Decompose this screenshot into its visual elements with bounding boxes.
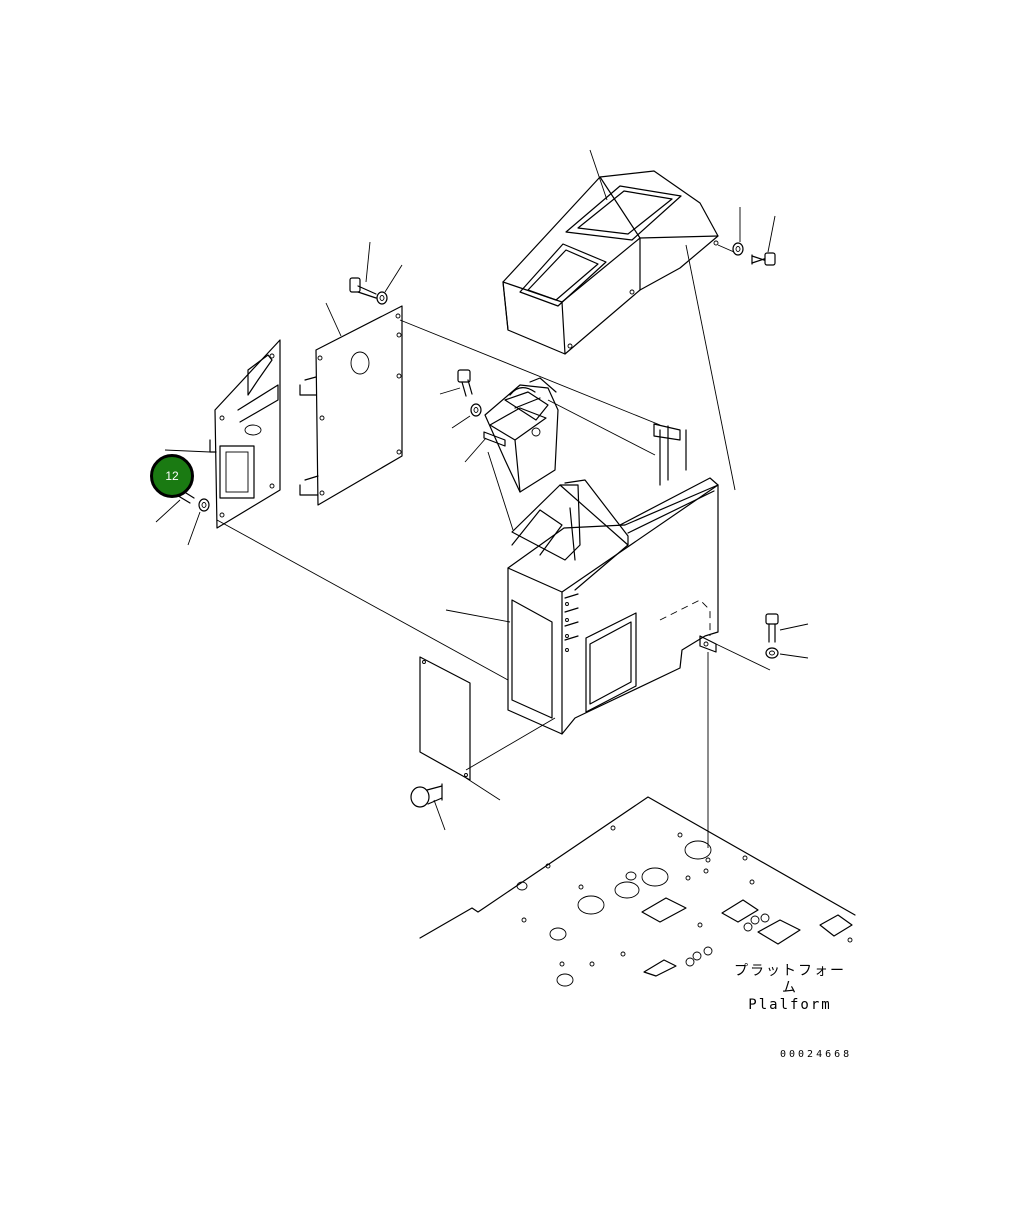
knob-bolt (410, 783, 443, 808)
platform-label-en: Plalform (748, 997, 832, 1013)
callout-number: 12 (165, 469, 179, 483)
bolt-callout (174, 487, 210, 512)
control-lever-base (483, 377, 559, 493)
leader-lines (155, 149, 809, 831)
console-cover (502, 170, 719, 355)
callout-marker-12[interactable]: 12 (150, 454, 194, 498)
bottom-cover-plate (419, 656, 471, 781)
console-frame (507, 423, 719, 735)
drawing-number: 00024668 (780, 1049, 853, 1060)
bolt-right (765, 613, 779, 659)
cover-plate (299, 305, 403, 506)
platform-label: プラットフォーム Plalform (730, 963, 850, 1014)
assembly-lines (216, 244, 771, 848)
bolt-upper-right (732, 242, 776, 266)
platform-floor (419, 796, 856, 987)
platform-label-jp: プラットフォーム (734, 963, 846, 996)
side-panel (209, 339, 281, 529)
bolt-top-left (349, 277, 388, 305)
bolt-lever (457, 369, 482, 417)
